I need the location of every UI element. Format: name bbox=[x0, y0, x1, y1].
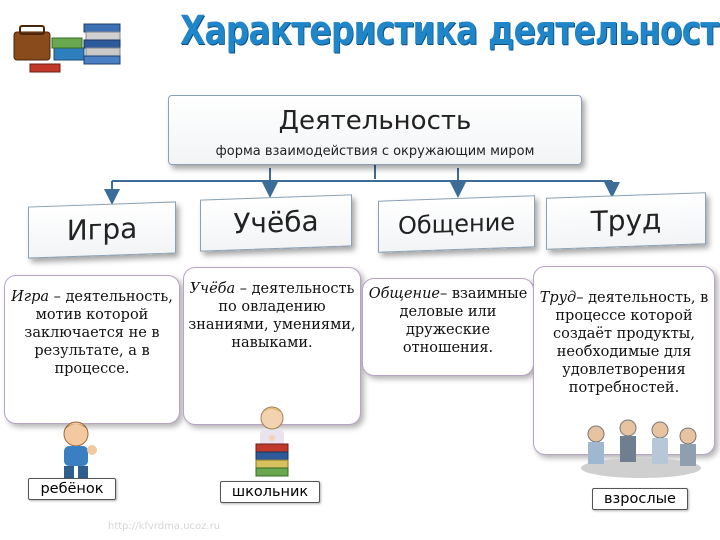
main-subheading: форма взаимодействия с окружающим миром bbox=[215, 144, 535, 159]
page-title: Характеристика деятельности bbox=[180, 8, 720, 54]
description-study-term: Учёба bbox=[189, 281, 236, 297]
description-work-text: – деятельность, в процессе которой созда… bbox=[553, 290, 709, 396]
label-adults: взрослые bbox=[592, 488, 688, 510]
main-concept-box: Деятельность форма взаимодействия с окру… bbox=[168, 95, 582, 165]
label-child: ребёнок bbox=[28, 478, 116, 500]
pupil-icon bbox=[255, 406, 289, 477]
description-work-term: Труд bbox=[539, 290, 577, 306]
main-heading: Деятельность bbox=[278, 106, 472, 136]
category-communication: Общение bbox=[378, 195, 535, 253]
category-study: Учёба bbox=[200, 194, 352, 252]
description-study: Учёба – деятельность по овладению знания… bbox=[183, 267, 361, 425]
adults-icon bbox=[581, 419, 701, 478]
books-icon bbox=[13, 23, 121, 73]
description-study-text: – деятельность по овладению знаниями, ум… bbox=[188, 281, 356, 351]
description-comm-term: Общение bbox=[368, 286, 440, 302]
description-game: Игра – деятельность, мотив которой заклю… bbox=[4, 275, 180, 424]
description-comm-text: – взаимные деловые или дружеские отношен… bbox=[399, 286, 528, 356]
label-pupil: школьник bbox=[220, 481, 320, 503]
description-game-term: Игра bbox=[11, 289, 50, 305]
description-game-text: – деятельность, мотив которой заключаетс… bbox=[24, 289, 173, 377]
category-game: Игра bbox=[28, 201, 176, 259]
watermark-text: http://kfvrdma.ucoz.ru bbox=[108, 521, 221, 532]
description-communication: Общение– взаимные деловые или дружеские … bbox=[362, 278, 534, 376]
category-work: Труд bbox=[546, 192, 706, 250]
child-icon bbox=[63, 421, 97, 480]
